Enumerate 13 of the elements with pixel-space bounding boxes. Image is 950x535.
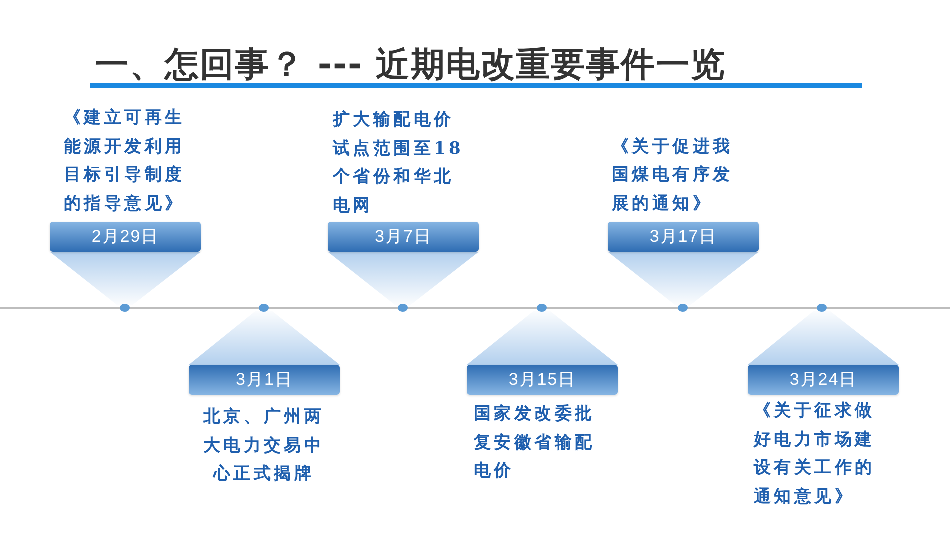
event-description: 北京、广州两大电力交易中心正式揭牌 bbox=[202, 406, 326, 486]
slide-title: 一、怎回事？ --- 近期电改重要事件一览 bbox=[95, 45, 726, 85]
event-description: 扩大输配电价试点范围至18个省份和华北电网 bbox=[333, 109, 465, 218]
date-box: 3月24日 bbox=[748, 365, 899, 395]
date-box: 3月7日 bbox=[328, 222, 479, 252]
date-box: 3月1日 bbox=[189, 365, 340, 395]
event-description: 《建立可再生能源开发利用目标引导制度的指导意见》 bbox=[64, 107, 186, 216]
event-description: 《关于征求做好电力市场建设有关工作的通知意见》 bbox=[754, 400, 876, 508]
event-description: 《关于促进我国煤电有序发展的通知》 bbox=[612, 136, 734, 216]
date-box: 3月17日 bbox=[608, 222, 759, 252]
date-box: 2月29日 bbox=[50, 222, 201, 252]
event-description: 国家发改委批复安徽省输配电价 bbox=[474, 403, 596, 483]
date-box: 3月15日 bbox=[467, 365, 618, 395]
